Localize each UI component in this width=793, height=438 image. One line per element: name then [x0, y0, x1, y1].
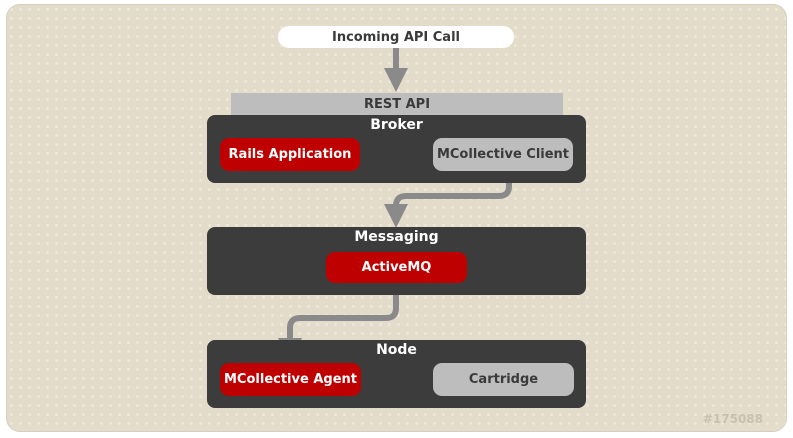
cartridge-box: Cartridge: [433, 363, 574, 396]
incoming-api-call: Incoming API Call: [278, 26, 514, 48]
node-title: Node: [376, 342, 417, 358]
rest-api-bar: REST API: [231, 93, 563, 115]
arrow-messaging-to-agent: [278, 295, 399, 362]
arrow-client-to-messaging: [384, 172, 512, 228]
messaging-title: Messaging: [354, 229, 439, 245]
rails-application-box: Rails Application: [220, 138, 360, 171]
mcollective-client-box: MCollective Client: [433, 138, 573, 171]
broker-title: Broker: [370, 117, 423, 133]
activemq-box: ActiveMQ: [326, 252, 467, 283]
figure-id-watermark: #175088: [702, 412, 763, 426]
mcollective-agent-box: MCollective Agent: [220, 363, 361, 396]
